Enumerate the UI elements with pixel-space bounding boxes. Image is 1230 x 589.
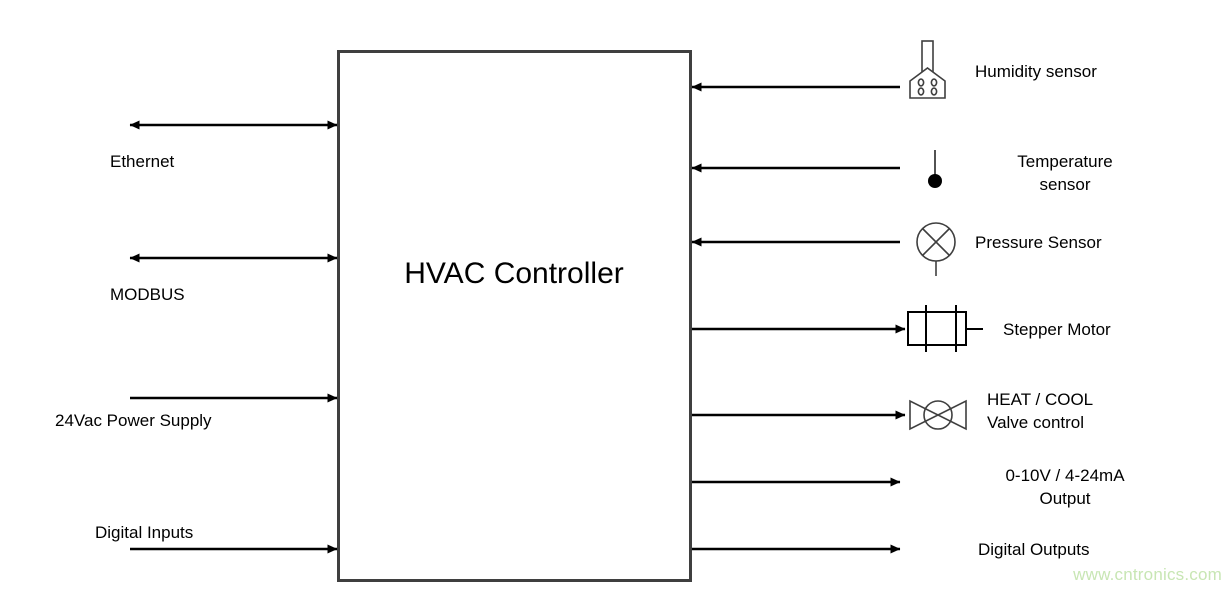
label-heat-cool-valve-control: HEAT / COOL Valve control xyxy=(987,390,1094,432)
hvac-controller-block xyxy=(337,50,692,582)
temperature-sensor-icon xyxy=(928,150,942,188)
label-digital-inputs: Digital Inputs xyxy=(95,523,194,542)
stepper-motor-icon xyxy=(907,305,983,352)
label-analog-output: 0-10V / 4-24mA Output xyxy=(1005,466,1125,508)
label-pressure-sensor: Pressure Sensor xyxy=(975,233,1102,252)
label-humidity-sensor: Humidity sensor xyxy=(975,62,1097,81)
label-modbus: MODBUS xyxy=(110,285,185,304)
label-24vac-power-supply: 24Vac Power Supply xyxy=(55,411,212,430)
page-title: HVAC Controller xyxy=(404,257,624,290)
valve-icon xyxy=(909,399,967,431)
label-ethernet: Ethernet xyxy=(110,152,175,171)
watermark: www.cntronics.com xyxy=(1073,565,1222,584)
label-stepper-motor: Stepper Motor xyxy=(1003,320,1111,339)
pressure-sensor-icon xyxy=(916,222,956,276)
humidity-sensor-icon xyxy=(909,40,946,99)
label-temperature-sensor: Temperature sensor xyxy=(1017,152,1113,194)
label-digital-outputs: Digital Outputs xyxy=(978,540,1090,559)
